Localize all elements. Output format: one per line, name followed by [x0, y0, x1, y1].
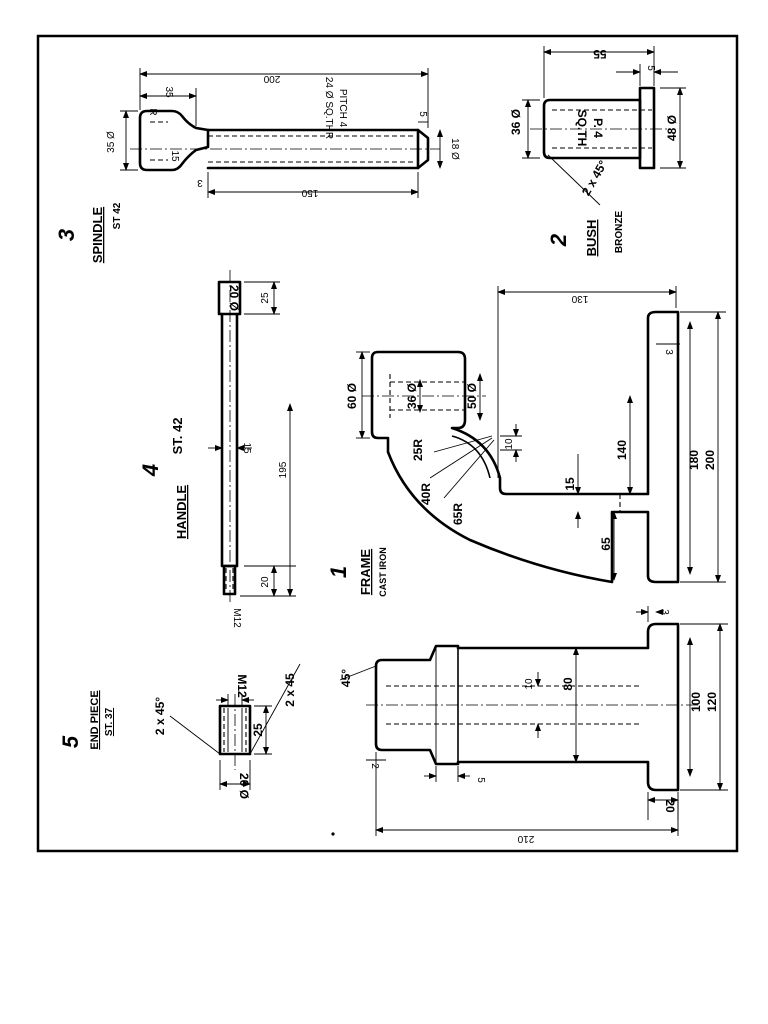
handle-title: 4 HANDLE ST. 42 [138, 418, 189, 540]
spindle-dim-shank-dia: 18 Ø [449, 138, 460, 160]
handle-dim-thread-length: 20 [260, 576, 271, 588]
front-dim-top-step: 2 [369, 763, 380, 769]
front-dim-base-100: 100 [689, 692, 703, 712]
spindle-dim-body: 150 [301, 187, 318, 198]
front-dim-chamfer: 45° [339, 669, 353, 687]
handle-dimension-labels: 20 Ø 25 15 195 20 M12 [227, 285, 289, 628]
front-dim-overall: 210 [517, 833, 534, 844]
frame-title: 1 FRAME CAST IRON [326, 547, 388, 597]
endpiece-title: 5 END PIECE ST. 37 [58, 690, 115, 749]
frame-dim-boss-dia: 60 Ø [345, 383, 359, 409]
handle-thread-note: M12 [231, 608, 242, 628]
endpiece-part-number: 5 [58, 735, 83, 748]
handle-part-name: HANDLE [174, 485, 189, 539]
spindle-dim-r-head: R [147, 108, 158, 115]
frame-dim-r25: 25R [411, 439, 425, 461]
spindle-dim-neck: 15 [169, 150, 180, 162]
spindle-part-name: SPINDLE [90, 207, 105, 264]
spindle-dimension-labels: 200 35 R 15 35 Ø 150 3 5 18 Ø 24 Ø SQ.TH… [106, 73, 460, 198]
stray-dot [331, 832, 335, 836]
frame-front-dimension-labels: 45° 10 80 100 120 20 210 2 5 3 [339, 609, 719, 844]
bush-part-name: BUSH [584, 220, 599, 257]
frame-dim-bore-bottom: 50 Ø [465, 383, 479, 409]
bush-material: BRONZE [614, 211, 625, 254]
frame-dim-web-height: 140 [615, 440, 629, 460]
spindle-drawing [120, 68, 443, 198]
frame-material: CAST IRON [378, 547, 388, 597]
spindle-dim-step: 3 [197, 177, 203, 188]
handle-dim-end-length: 25 [260, 292, 271, 304]
handle-dim-dia: 15 [241, 442, 252, 454]
bush-drawing [522, 46, 686, 206]
frame-side-dimension-labels: 130 60 Ø 36 Ø 50 Ø 25R 40R 65R 10 140 15… [345, 293, 717, 551]
frame-part-number: 1 [326, 566, 351, 578]
endpiece-chamfer-right: 2 x 45 [283, 673, 297, 707]
endpiece-dim-dia: 20 Ø [237, 773, 251, 799]
handle-part-number: 4 [138, 464, 163, 477]
frame-dim-height: 130 [571, 293, 588, 304]
front-dim-bore: 10 [524, 678, 535, 690]
front-dim-width: 80 [561, 677, 575, 691]
spindle-dim-overall: 200 [263, 73, 280, 84]
handle-material: ST. 42 [170, 418, 185, 455]
spindle-thread-note: 24 Ø SQ.THR [323, 77, 334, 139]
spindle-title: 3 SPINDLE ST 42 [54, 202, 123, 263]
endpiece-drawing [169, 663, 301, 790]
handle-dim-length: 195 [278, 461, 289, 478]
spindle-dim-head-length: 35 [163, 86, 174, 98]
handle-drawing [208, 270, 296, 604]
front-dim-right-step: 3 [659, 609, 670, 615]
front-dim-base-thickness: 20 [663, 799, 677, 813]
spindle-material: ST 42 [112, 202, 123, 229]
endpiece-part-name: END PIECE [89, 690, 101, 749]
frame-dim-base-180: 180 [687, 450, 701, 470]
frame-dim-step: 3 [663, 349, 674, 355]
endpiece-material: ST. 37 [104, 707, 115, 736]
bush-dim-inner-dia: 36 Ø [509, 109, 523, 135]
frame-dim-base-200: 200 [703, 450, 717, 470]
frame-dim-base-height: 65 [599, 537, 613, 551]
bush-title: 2 BUSH BRONZE [546, 211, 625, 257]
frame-front-drawing [339, 606, 728, 836]
frame-side-drawing [356, 286, 726, 584]
sheet-border [36, 34, 739, 853]
spindle-pitch-note: PITCH 4 [337, 89, 348, 128]
bush-dim-outer-dia: 48 Ø [665, 115, 679, 141]
bush-thread-note: SQ.TH [575, 110, 589, 147]
front-dim-base-120: 120 [705, 692, 719, 712]
bush-part-number: 2 [546, 233, 571, 247]
spindle-part-number: 3 [54, 229, 79, 241]
spindle-dim-head-dia: 35 Ø [106, 131, 117, 153]
endpiece-chamfer-left: 2 x 45° [153, 697, 167, 735]
bush-dim-length: 55 [593, 47, 607, 61]
endpiece-dim-length: 25 [251, 723, 265, 737]
frame-dim-r65: 65R [451, 503, 465, 525]
frame-part-name: FRAME [358, 549, 373, 596]
bush-pitch-note: P. 4 [591, 118, 605, 138]
handle-dim-end-dia: 20 Ø [227, 285, 241, 311]
spindle-dim-tip: 5 [417, 111, 428, 117]
frame-dim-gap: 10 [504, 438, 515, 450]
bush-dim-flange: 5 [645, 65, 656, 71]
frame-dim-bore-top: 36 Ø [405, 383, 419, 409]
endpiece-thread-note: M12 [235, 674, 249, 698]
frame-dim-web: 15 [563, 477, 577, 491]
endpiece-dimension-labels: M12 2 x 45° 2 x 45 25 20 Ø [153, 673, 297, 799]
front-dim-side-step: 5 [475, 777, 486, 783]
frame-dim-r40: 40R [419, 483, 433, 505]
bush-chamfer-note: 2 x 45° [579, 158, 610, 198]
